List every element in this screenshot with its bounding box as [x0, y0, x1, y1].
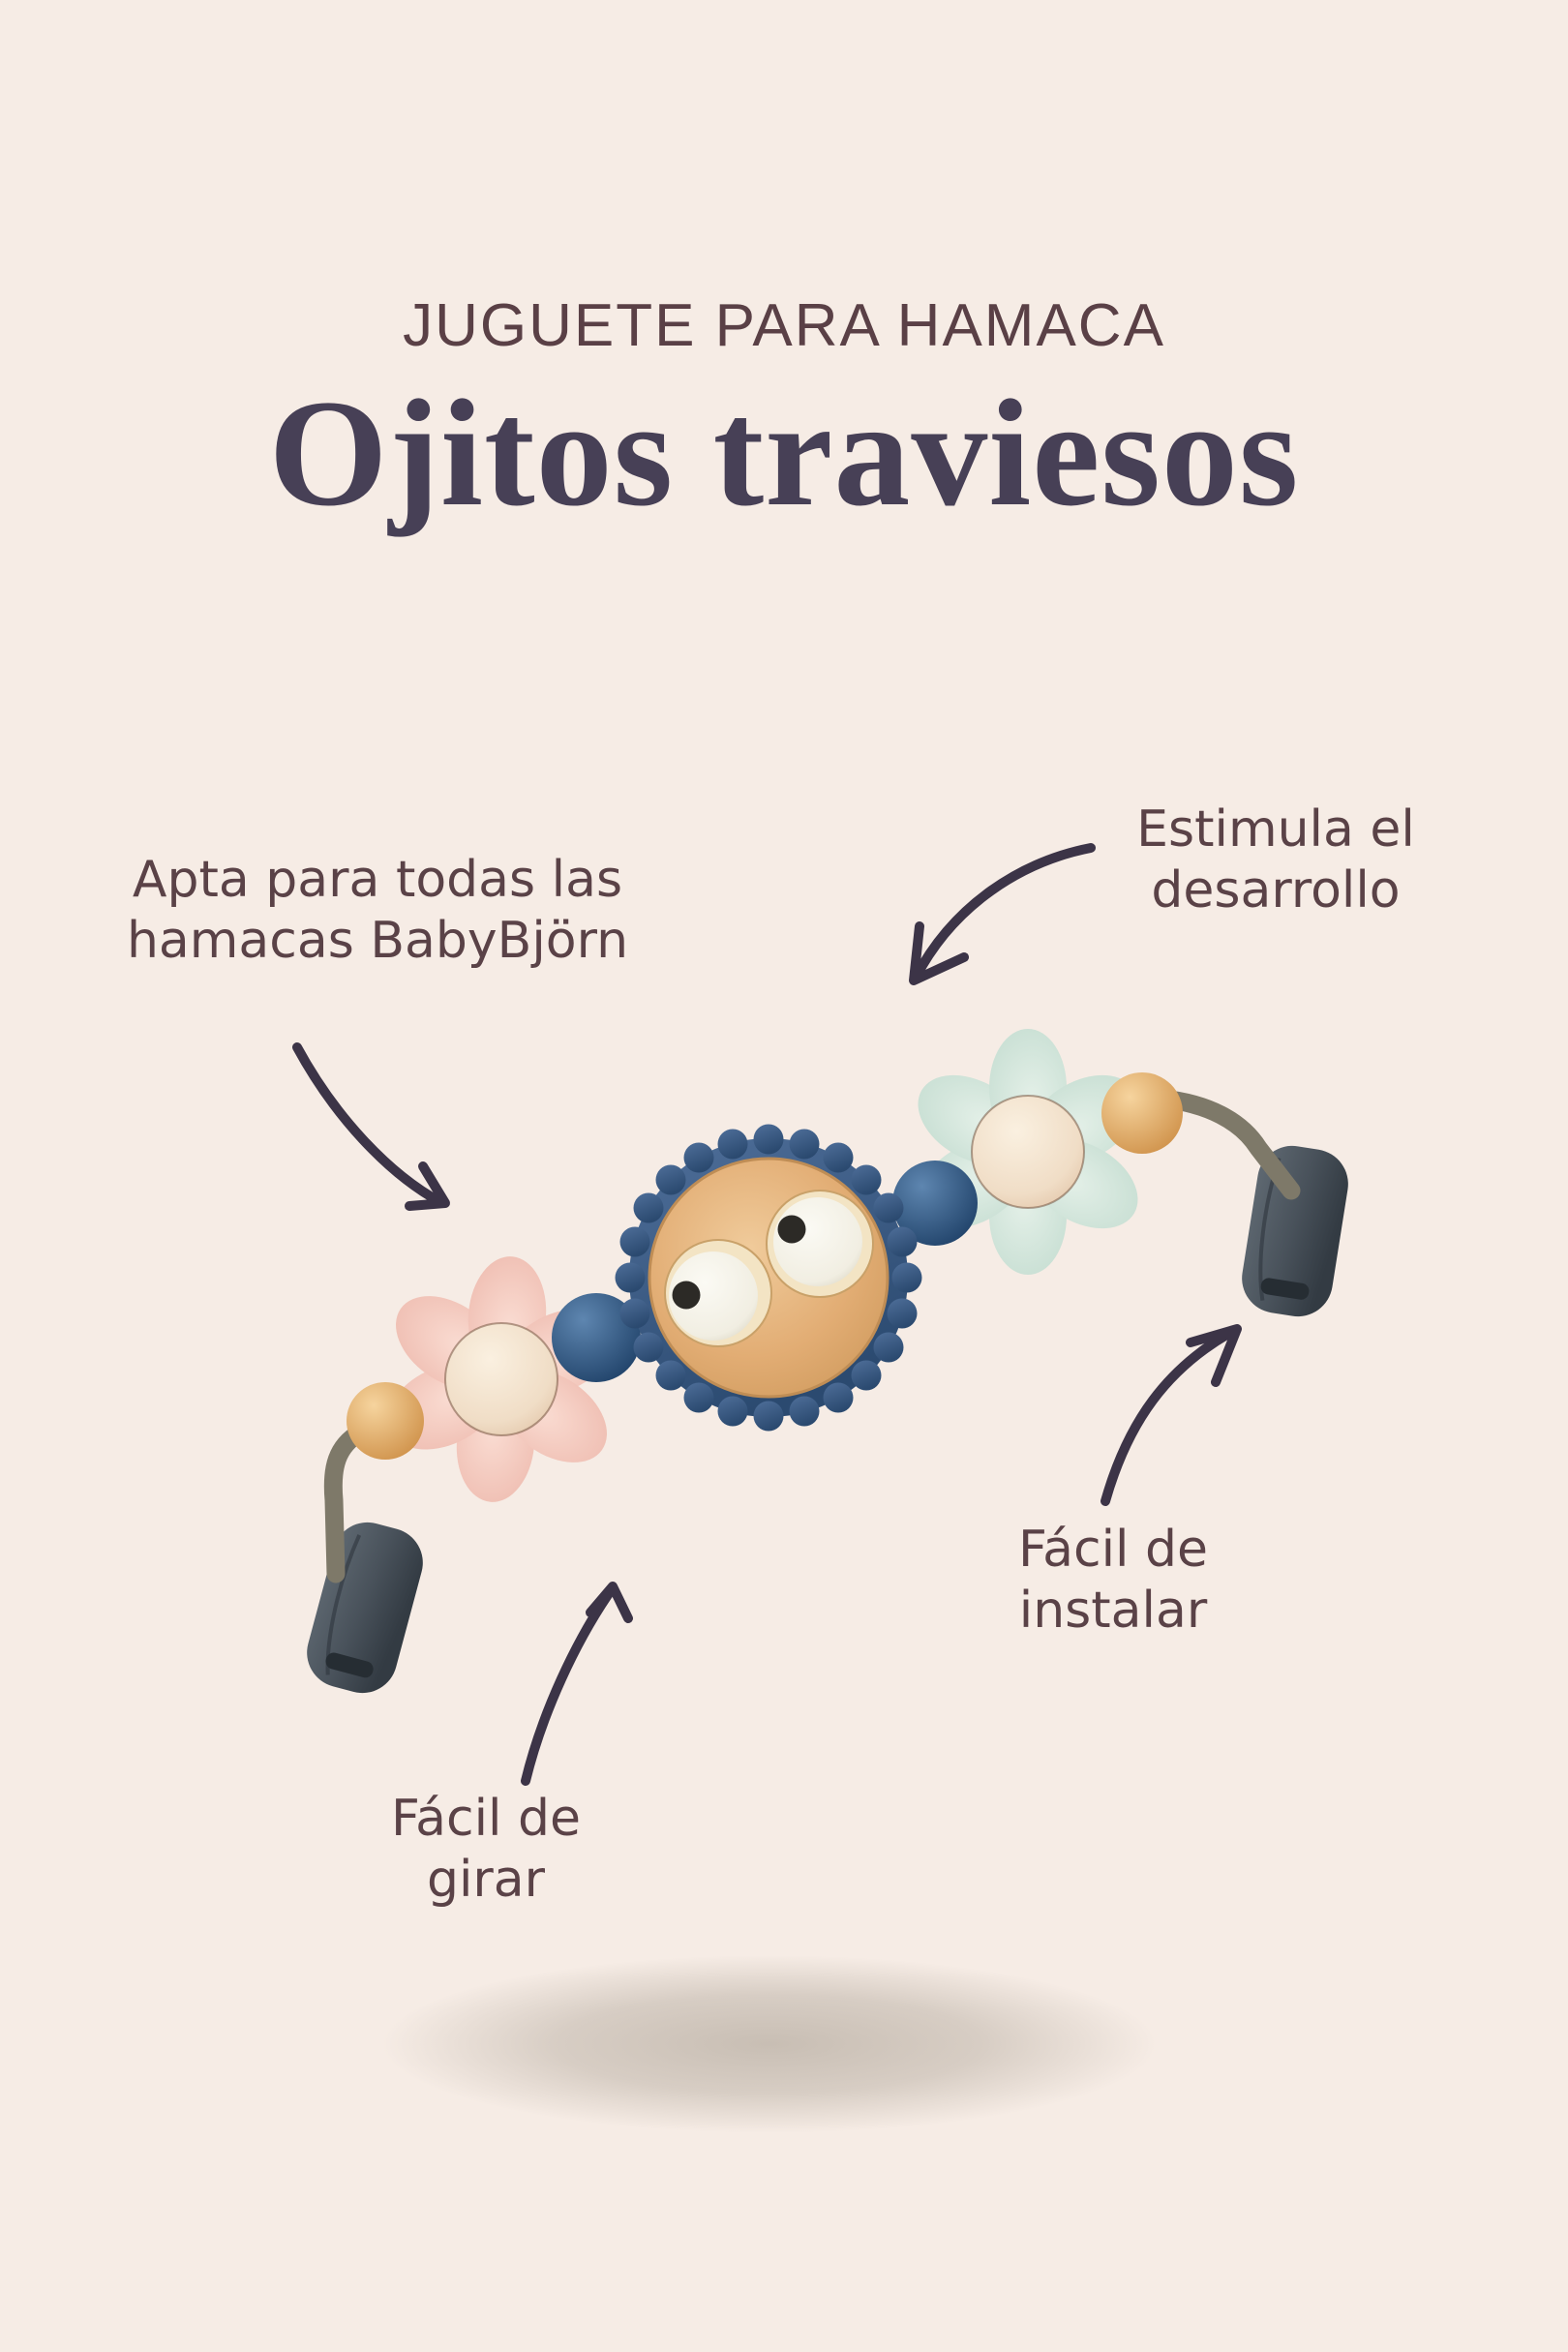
wood-bead-left: [347, 1382, 424, 1460]
attachment-rod-left: [323, 1423, 370, 1583]
product-shadow: [382, 1955, 1157, 2133]
development-arrow-icon: [909, 843, 1096, 985]
flower-mint-center: [971, 1095, 1085, 1209]
flower-pink: [387, 1256, 616, 1502]
wood-bead-right: [1101, 1072, 1183, 1154]
flower-pink-center: [444, 1322, 558, 1436]
product-title: Ojitos traviesos: [268, 369, 1300, 538]
product-category-label: JUGUETE PARA HAMACA: [403, 292, 1165, 359]
callout-install: Fácil de instalar: [1017, 1521, 1209, 1641]
face-scallop-ring: [615, 1124, 922, 1432]
rotate-arrow-icon: [521, 1582, 633, 1786]
compatibility-arrow-icon: [292, 1042, 450, 1211]
face-disc: [648, 1157, 890, 1399]
navy-bead-right: [892, 1161, 978, 1246]
callout-rotate: Fácil de girar: [390, 1790, 582, 1910]
navy-bead-left: [552, 1293, 641, 1382]
bouncer-clip-right: [1242, 1145, 1348, 1317]
googly-eyes-icon: [664, 1190, 874, 1347]
flower-mint: [918, 1029, 1138, 1275]
bouncer-clip-left: [307, 1522, 423, 1694]
attachment-rod-right: [1152, 1089, 1301, 1200]
callout-compatibility: Apta para todas las hamacas BabyBjörn: [126, 851, 629, 971]
install-arrow-icon: [1101, 1324, 1242, 1506]
callout-development: Estimula el desarrollo: [1136, 800, 1415, 920]
